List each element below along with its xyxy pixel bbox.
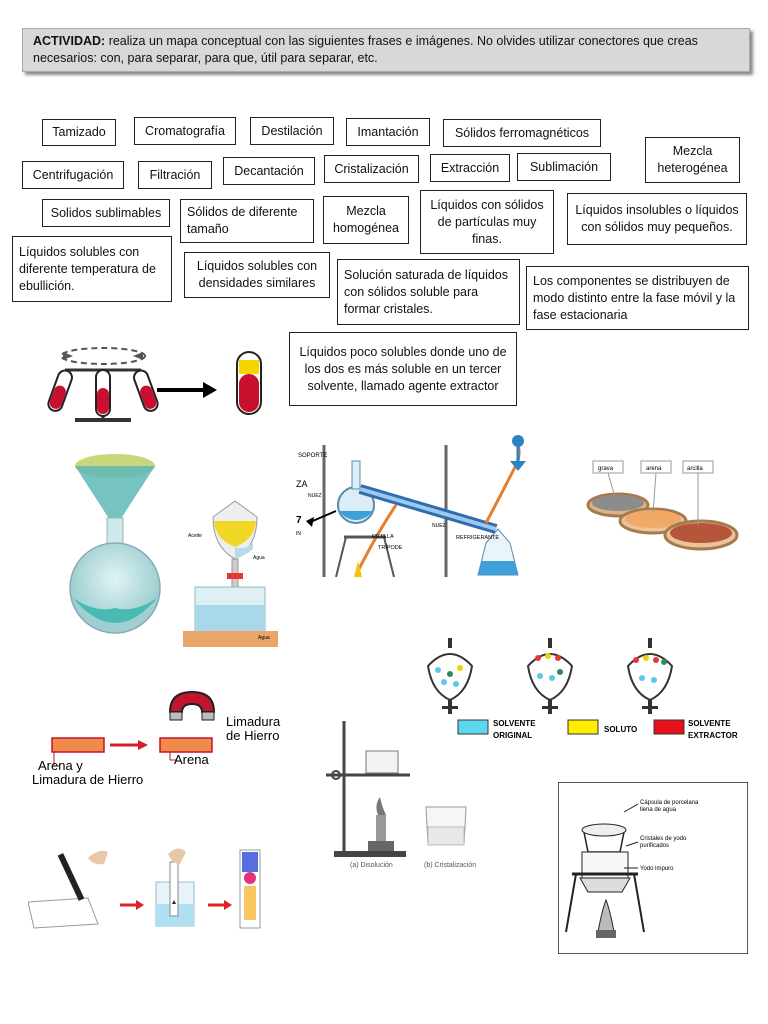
distillation-label-rejilla: REJILLA: [372, 534, 394, 540]
distillation-figure: SOPORTE ZA NUEZ 7 IN REJILLA TRÍPODE NUE…: [296, 425, 532, 577]
distillation-label-7: 7: [296, 515, 302, 526]
magnet-figure: Limadura de Hierro Arena Arena y Limadur…: [32, 690, 281, 787]
activity-label: ACTIVIDAD:: [33, 34, 106, 48]
chromatography-figure: [28, 848, 261, 929]
sieve-label-grava: grava: [598, 466, 614, 472]
distillation-label-tripode: TRÍPODE: [378, 544, 403, 551]
magnet-label-arena: Arena: [174, 752, 209, 767]
sublimation-label-4: purificados: [640, 843, 669, 849]
concept-box-centrifugacion: Centrifugación: [22, 161, 124, 189]
concept-box-liquidos-poco-solubles: Líquidos poco solubles donde uno de los …: [289, 332, 517, 406]
concept-box-solidos-sublimables: Solidos sublimables: [42, 199, 170, 227]
extraction-label-original: ORIGINAL: [493, 731, 532, 740]
concept-box-componentes-fase: Los componentes se distribuyen de modo d…: [526, 266, 749, 330]
sieve-label-arcilla: arcilla: [687, 466, 703, 472]
concept-box-imantacion: Imantación: [346, 118, 430, 146]
concept-box-cromatografia: Cromatografía: [134, 117, 236, 145]
distillation-label-nuez2: NUEZ: [432, 523, 446, 529]
distillation-label-refrigerante: REFRIGERANTE: [456, 535, 499, 541]
distillation-label-soporte: SOPORTE: [298, 453, 327, 459]
centrifugation-figure: [47, 347, 262, 422]
concept-box-solucion-saturada: Solución saturada de líquidos con sólido…: [337, 259, 520, 325]
distillation-label-nuez: NUEZ: [308, 493, 322, 499]
concept-box-sublimacion: Sublimación: [517, 153, 611, 181]
extraction-label-soluto: SOLUTO: [604, 725, 637, 734]
distillation-label-za: ZA: [296, 479, 308, 489]
sieve-label-arena: arena: [646, 466, 662, 472]
sieve-figure: grava arena arcilla: [586, 460, 739, 551]
concept-box-liquidos-particulas-finas: Líquidos con sólidos de partículas muy f…: [420, 190, 554, 254]
sublimation-label-2: llena de agua: [640, 807, 677, 813]
concept-box-solidos-ferromagneticos: Sólidos ferromagnéticos: [443, 119, 601, 147]
decantation-label-oil: Aceite: [188, 533, 202, 539]
concept-box-tamizado: Tamizado: [42, 119, 116, 146]
crystallization-label-a: (a) Disolución: [350, 862, 393, 869]
decantation-label-water2: Agua: [258, 635, 270, 641]
decantation-label-water: Agua: [253, 555, 265, 561]
extraction-label-extractor: EXTRACTOR: [688, 731, 738, 740]
crystallization-label-b: (b) Cristalización: [424, 862, 476, 869]
crystallization-figure: (a) Disolución (b) Cristalización: [326, 721, 476, 869]
magnet-label-arenay: Arena y: [38, 758, 83, 773]
sublimation-figure: Cápsula de porcelana llena de agua Crist…: [558, 782, 748, 954]
magnet-label-limadura2: Limadura de Hierro: [32, 772, 143, 787]
concept-box-decantacion: Decantación: [223, 157, 315, 185]
distillation-label-in: IN: [296, 531, 301, 537]
filtration-figure: [69, 454, 161, 634]
extraction-label-solvente: SOLVENTE: [493, 719, 536, 728]
concept-box-filtracion: Filtración: [138, 161, 212, 189]
concept-box-destilacion: Destilación: [250, 117, 334, 145]
concept-box-solidos-diferente-tamano: Sólidos de diferente tamaño: [180, 199, 314, 243]
activity-text: realiza un mapa conceptual con las sigui…: [33, 34, 698, 65]
sublimation-label-5: Yodo impuro: [640, 866, 674, 872]
decantation-figure: Aceite Agua Agua: [183, 497, 278, 647]
extraction-figure: SOLVENTE ORIGINAL SOLUTO SOLVENTE EXTRAC…: [426, 638, 738, 740]
concept-box-liquidos-solubles-densidades: Líquidos solubles con densidades similar…: [184, 252, 330, 298]
concept-box-extraccion: Extracción: [430, 154, 510, 182]
concept-box-cristalizacion: Cristalización: [324, 155, 419, 183]
sublimation-label-1: Cápsula de porcelana: [640, 800, 699, 806]
sublimation-label-3: Cristales de yodo: [640, 836, 687, 842]
activity-instructions: ACTIVIDAD: realiza un mapa conceptual co…: [22, 28, 750, 72]
concept-box-mezcla-homogenea: Mezcla homogénea: [323, 196, 409, 244]
magnet-label-limadura: Limadura: [226, 714, 281, 729]
concept-box-liquidos-insolubles: Líquidos insolubles o líquidos con sólid…: [567, 193, 747, 245]
concept-box-liquidos-solubles-ebullicion: Líquidos solubles con diferente temperat…: [12, 236, 172, 302]
magnet-label-dehierro: de Hierro: [226, 728, 279, 743]
concept-box-mezcla-heterogenea: Mezcla heterogénea: [645, 137, 740, 183]
extraction-label-solvente2: SOLVENTE: [688, 719, 731, 728]
